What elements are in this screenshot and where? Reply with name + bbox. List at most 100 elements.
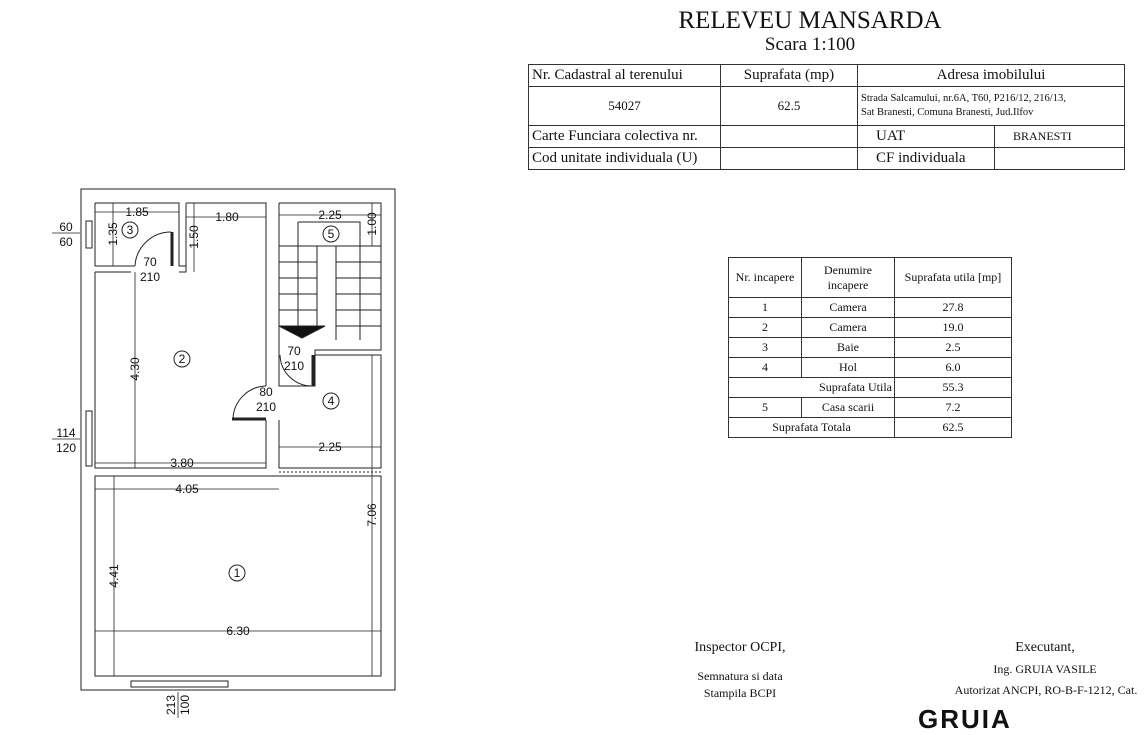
- utila-label: Suprafata Utila: [728, 377, 895, 398]
- adresa-line-1: Strada Salcamului, nr.6A, T60, P216/12, …: [861, 93, 1066, 104]
- dim-label: 1.50: [187, 225, 201, 249]
- window-height: 100: [178, 695, 192, 715]
- cell-area: 7.2: [894, 397, 1012, 418]
- cell-nr: 3: [728, 337, 802, 358]
- cell-nr: 4: [728, 357, 802, 378]
- authorization: Autorizat ANCPI, RO-B-F-1212, Cat.: [954, 683, 1138, 697]
- window-height: 60: [59, 235, 73, 249]
- h-suprafata-utila: Suprafata utila [mp]: [894, 257, 1012, 298]
- cod-unitate-value: [720, 147, 858, 170]
- room-1-outline: [94, 475, 382, 677]
- dim-label: 4.41: [107, 564, 121, 588]
- totala-label: Suprafata Totala: [728, 417, 895, 438]
- door-width: 70: [287, 344, 301, 358]
- dim-label: 6.30: [226, 624, 250, 638]
- window-width: 60: [59, 220, 73, 234]
- dim-label: 2.25: [318, 440, 342, 454]
- h-cadastral: Nr. Cadastral al terenului: [528, 64, 721, 87]
- suprafata-value: 62.5: [720, 86, 858, 126]
- door-arc: [232, 385, 267, 420]
- room-markers: [121, 221, 340, 582]
- dim-label: 1.80: [215, 210, 239, 224]
- window-height: 120: [56, 441, 76, 455]
- scale-label: Scara 1:100: [764, 34, 856, 55]
- cell-name: Casa scarii: [801, 397, 895, 418]
- cf-individuala-value: [994, 147, 1125, 170]
- uat-value: BRANESTI: [994, 125, 1125, 148]
- h-suprafata: Suprafata (mp): [720, 64, 858, 87]
- uat-label: UAT: [857, 125, 995, 148]
- outer-wall: [80, 188, 396, 691]
- door-width: 70: [143, 255, 157, 269]
- door-arc: [279, 354, 314, 387]
- stair-room-outline: [278, 202, 382, 387]
- page-title: RELEVEU MANSARDA: [678, 7, 942, 34]
- window-width: 213: [164, 695, 178, 715]
- cod-unitate-label: Cod unitate individuala (U): [528, 147, 721, 170]
- adresa-line-2: Sat Branesti, Comuna Branesti, Jud.Ilfov: [861, 107, 1034, 118]
- executant-label: Executant,: [1015, 640, 1075, 655]
- dim-label: 2.25: [318, 208, 342, 222]
- cell-area: 27.8: [894, 297, 1012, 318]
- room-number: 2: [179, 352, 186, 366]
- door-arc: [134, 231, 172, 267]
- h-nr: Nr. incapere: [728, 257, 802, 298]
- door-height: 210: [140, 270, 160, 284]
- door-height: 210: [256, 400, 276, 414]
- adresa-value: Strada Salcamului, nr.6A, T60, P216/12, …: [857, 86, 1125, 126]
- stairs: [279, 221, 381, 340]
- inspector-label: Inspector OCPI,: [694, 640, 786, 655]
- window: [85, 220, 93, 249]
- cadastral-value: 54027: [528, 86, 721, 126]
- carte-funciara-label: Carte Funciara colectiva nr.: [528, 125, 721, 148]
- dim-label: 1.00: [365, 212, 379, 236]
- cell-area: 2.5: [894, 337, 1012, 358]
- engineer-name: Ing. GRUIA VASILE: [993, 662, 1097, 676]
- dimension-lines: [52, 203, 381, 718]
- utila-value: 55.3: [894, 377, 1012, 398]
- room-2-outline: [94, 202, 267, 469]
- cell-name: Camera: [801, 297, 895, 318]
- dim-label: 1.35: [106, 222, 120, 246]
- cell-area: 19.0: [894, 317, 1012, 338]
- room-4-outline: [278, 354, 382, 469]
- cell-nr: 1: [728, 297, 802, 318]
- stampila-label: Stampila BCPI: [703, 686, 777, 700]
- dim-label: 4.30: [128, 357, 142, 381]
- door-height: 210: [284, 359, 304, 373]
- dim-label: 4.05: [175, 482, 199, 496]
- window: [130, 680, 229, 688]
- rooms-table: Nr. incapere Denumire incapere Suprafata…: [728, 257, 1012, 438]
- door-width: 80: [259, 385, 273, 399]
- h-denumire: Denumire incapere: [801, 257, 895, 298]
- stair-arrow-icon: [278, 325, 326, 339]
- dim-label: 3.80: [170, 456, 194, 470]
- dim-label: 7.06: [365, 503, 379, 527]
- window: [85, 410, 93, 467]
- window-width: 114: [56, 426, 75, 440]
- room-number: 3: [127, 223, 134, 237]
- cell-name: Baie: [801, 337, 895, 358]
- room-number: 1: [234, 566, 241, 580]
- cell-area: 6.0: [894, 357, 1012, 378]
- property-info-table: Nr. Cadastral al terenului Suprafata (mp…: [528, 64, 1125, 170]
- semnatura-label: Semnatura si data: [697, 669, 783, 683]
- cell-nr: 5: [728, 397, 802, 418]
- totala-value: 62.5: [894, 417, 1012, 438]
- room-number: 5: [328, 227, 335, 241]
- room-number: 4: [328, 394, 335, 408]
- carte-funciara-value: [720, 125, 858, 148]
- h-adresa: Adresa imobilului: [857, 64, 1125, 87]
- cell-nr: 2: [728, 317, 802, 338]
- dim-label: 1.85: [125, 205, 149, 219]
- cell-name: Hol: [801, 357, 895, 378]
- floor-plan: 1.85 1.80 2.25 1.00 1.35 1.50 4.30 3.80 …: [52, 188, 396, 718]
- cf-individuala-label: CF individuala: [857, 147, 995, 170]
